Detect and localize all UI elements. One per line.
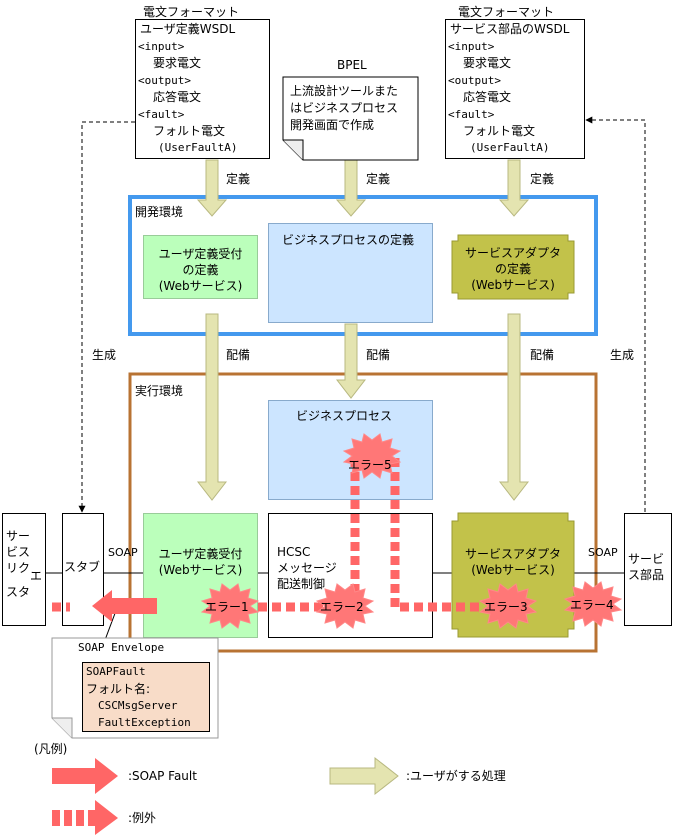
envelope-title: SOAP Envelope	[78, 641, 165, 654]
service-part-box	[624, 513, 672, 626]
legend-title: (凡例)	[34, 742, 68, 756]
user-recv-line: (Webサービス)	[158, 563, 243, 577]
right-format-line: サービス部品のWSDL	[450, 22, 570, 36]
user-def-line: ユーザ定義受付	[158, 247, 243, 261]
define-label: 定義	[226, 172, 251, 186]
user-def-line: の定義	[182, 263, 219, 277]
adapter-def-line: サービスアダプタ	[464, 246, 561, 260]
hcsc-line: メッセージ	[277, 561, 337, 575]
right-format-line: <input>	[448, 40, 495, 53]
envelope-line: FaultException	[98, 716, 191, 729]
client-line: リク	[6, 561, 31, 575]
bpel-line: 開発画面で作成	[290, 118, 375, 132]
left-format-box	[135, 19, 270, 159]
bpel-line: はビジネスプロセス	[290, 101, 399, 115]
hcsc-line: HCSC	[277, 545, 311, 559]
left-format-heading: 電文フォーマット	[143, 5, 240, 19]
right-format-box	[445, 19, 585, 159]
deploy-label: 配備	[366, 348, 391, 362]
right-format-line: <fault>	[448, 108, 495, 121]
left-format-line: (UserFaultA)	[158, 141, 238, 154]
envelope-line: SOAPFault	[86, 665, 146, 678]
deploy-label: 配備	[226, 348, 251, 362]
adapter-def-line: (Webサービス)	[471, 278, 555, 292]
left-format-line: ユーザ定義WSDL	[140, 22, 236, 36]
error-label-3: エラー3	[484, 600, 528, 614]
deploy-label: 配備	[530, 348, 555, 362]
user-recv-line: ユーザ定義受付	[158, 547, 243, 561]
adapter-def-text: サービスアダプタ の定義 (Webサービス)	[452, 245, 574, 299]
right-format-line: 応答電文	[463, 90, 512, 104]
right-format-heading: 電文フォーマット	[458, 5, 555, 19]
envelope-line: フォルト名:	[86, 682, 151, 696]
dev-env-title: 開発環境	[135, 205, 184, 219]
dev-env-frame	[128, 195, 598, 336]
bpel-line: 上流設計ツールまた	[290, 84, 399, 98]
adapter-def-line: の定義	[494, 262, 531, 276]
user-recv-box: ユーザ定義受付 (Webサービス)	[143, 513, 258, 638]
legend-exception: :例外	[128, 811, 157, 825]
run-env-title: 実行環境	[135, 384, 184, 398]
soap-label-right: SOAP	[588, 546, 618, 559]
generate-label-right: 生成	[610, 348, 635, 362]
bp-run-title: ビジネスプロセス	[296, 409, 393, 423]
left-format-line: <output>	[138, 74, 191, 87]
hcsc-line: 配送制御	[277, 577, 326, 591]
error-label-2: エラー2	[320, 600, 364, 614]
define-label: 定義	[366, 172, 391, 186]
right-format-line: <output>	[448, 74, 501, 87]
generate-line-left	[78, 121, 135, 513]
envelope-line: CSCMsgServer	[98, 699, 178, 712]
stub-label: スタブ	[64, 560, 101, 574]
left-format-line: <input>	[138, 40, 185, 53]
error-label-5: エラー5	[348, 458, 392, 472]
bp-def-title: ビジネスプロセスの定義	[282, 233, 415, 247]
service-part-line: サービ	[628, 552, 665, 566]
adapter-run-line: サービスアダプタ	[464, 547, 561, 561]
envelope-inner	[82, 662, 210, 732]
generate-line-right	[585, 116, 646, 512]
define-label: 定義	[530, 172, 555, 186]
generate-label-left: 生成	[92, 348, 117, 362]
soap-label-left: SOAP	[108, 546, 138, 559]
process-arrows	[196, 159, 530, 501]
service-part-line: ス部品	[628, 568, 665, 582]
user-def-line: (Webサービス)	[158, 279, 243, 293]
legend-soap-fault: :SOAP Fault	[128, 769, 197, 783]
error-label-4: エラー4	[570, 598, 614, 612]
client-line: ビス	[6, 545, 31, 559]
right-format-line: フォルト電文	[463, 124, 536, 138]
adapter-run-text: サービスアダプタ (Webサービス)	[452, 546, 574, 586]
left-format-line: フォルト電文	[153, 124, 226, 138]
envelope-connector	[104, 599, 121, 641]
adapter-run-line: (Webサービス)	[471, 563, 555, 577]
bpel-heading: BPEL	[337, 58, 367, 72]
left-format-line: 応答電文	[153, 90, 202, 104]
right-format-line: (UserFaultA)	[470, 141, 550, 154]
left-format-line: <fault>	[138, 108, 185, 121]
bp-def-box	[268, 223, 433, 323]
legend-user-process: :ユーザがする処理	[406, 769, 506, 783]
user-def-box: ユーザ定義受付 の定義 (Webサービス)	[143, 235, 258, 299]
right-format-line: 要求電文	[463, 56, 512, 70]
run-env-frame	[128, 372, 598, 653]
client-line: サー	[6, 529, 31, 543]
client-box	[2, 513, 46, 626]
client-line: エ	[30, 569, 43, 583]
error-label-1: エラー1	[205, 600, 249, 614]
client-line: スタ	[6, 585, 31, 599]
left-format-line: 要求電文	[153, 56, 202, 70]
